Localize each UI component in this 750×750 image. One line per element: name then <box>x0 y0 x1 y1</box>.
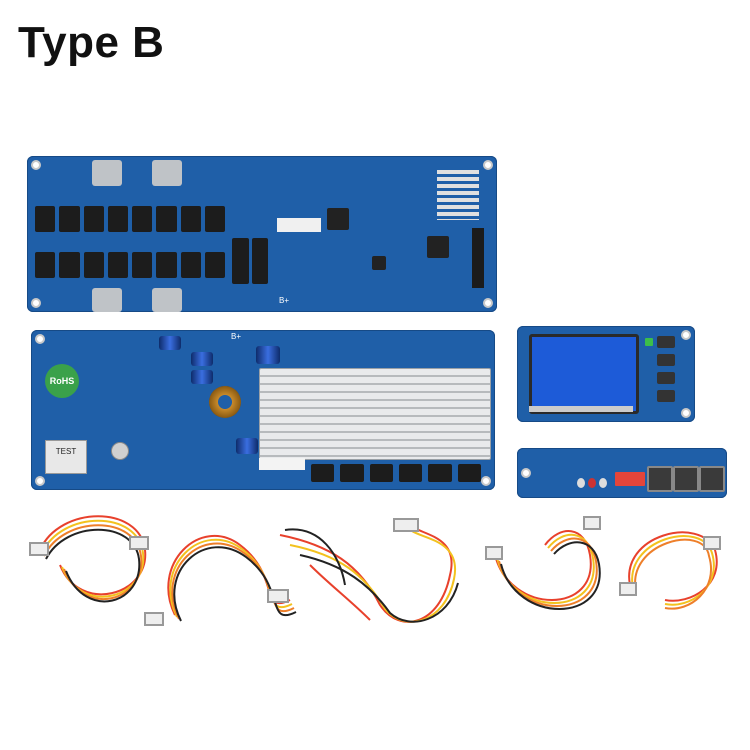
capacitor <box>191 370 213 384</box>
lcd-screen <box>529 334 639 414</box>
bplus-label: B+ <box>279 296 290 305</box>
mounting-hole <box>681 330 691 340</box>
test-stamp: TEST <box>45 440 87 474</box>
balance-connector <box>437 170 479 220</box>
bplus-label: B+ <box>231 332 242 341</box>
cable-harnesses <box>29 515 721 626</box>
cable-harness <box>167 534 297 622</box>
terminal-bolt <box>152 288 182 312</box>
rohs-text: RoHS <box>49 376 75 386</box>
mounting-hole <box>481 476 491 486</box>
rohs-badge: RoHS <box>45 364 79 398</box>
board-sticker <box>259 458 305 470</box>
nav-button[interactable] <box>657 354 675 366</box>
rj45-port[interactable] <box>673 466 699 492</box>
capacitor <box>256 346 280 364</box>
power-board: RoHS TEST B+ <box>31 330 495 490</box>
dip-switch[interactable] <box>615 472 645 486</box>
mounting-hole <box>681 408 691 418</box>
mosfet-row <box>35 206 225 232</box>
terminal-bolt <box>92 160 122 186</box>
status-led <box>645 338 653 346</box>
mounting-hole <box>483 160 493 170</box>
mosfet-row <box>311 464 481 482</box>
toroid-inductor <box>209 386 241 418</box>
cable-harness <box>279 518 459 623</box>
capacitor <box>236 438 258 454</box>
ic-chip <box>372 256 386 270</box>
mosfet-pair <box>232 238 268 284</box>
heatsink <box>259 368 491 460</box>
cable-harness <box>29 515 164 626</box>
nav-button[interactable] <box>657 372 675 384</box>
page-title: Type B <box>18 18 165 67</box>
terminal-bolt <box>152 160 182 186</box>
cable-harness <box>485 516 601 610</box>
mosfet-row <box>35 252 225 278</box>
lcd-bezel-clip <box>529 406 633 412</box>
terminal-bolt <box>92 288 122 312</box>
board-sticker <box>277 218 321 232</box>
ic-chip <box>327 208 349 230</box>
mounting-hole <box>31 160 41 170</box>
mounting-hole <box>35 476 45 486</box>
rj45-port[interactable] <box>647 466 673 492</box>
test-text: TEST <box>55 447 77 456</box>
nav-button[interactable] <box>657 390 675 402</box>
nav-button[interactable] <box>657 336 675 348</box>
mounting-hole <box>31 298 41 308</box>
main-bms-board: B+ <box>27 156 497 312</box>
mounting-hole <box>521 468 531 478</box>
coin-cell <box>111 442 129 460</box>
lcd-module <box>517 326 695 422</box>
ic-chip <box>427 236 449 258</box>
mounting-hole <box>483 298 493 308</box>
mounting-hole <box>35 334 45 344</box>
button-column <box>657 336 675 412</box>
pin-header <box>472 228 484 288</box>
cable-harness <box>619 531 721 610</box>
comm-board <box>517 448 727 498</box>
button-cluster <box>577 478 607 488</box>
capacitor <box>159 336 181 350</box>
rj45-port[interactable] <box>699 466 725 492</box>
capacitor <box>191 352 213 366</box>
